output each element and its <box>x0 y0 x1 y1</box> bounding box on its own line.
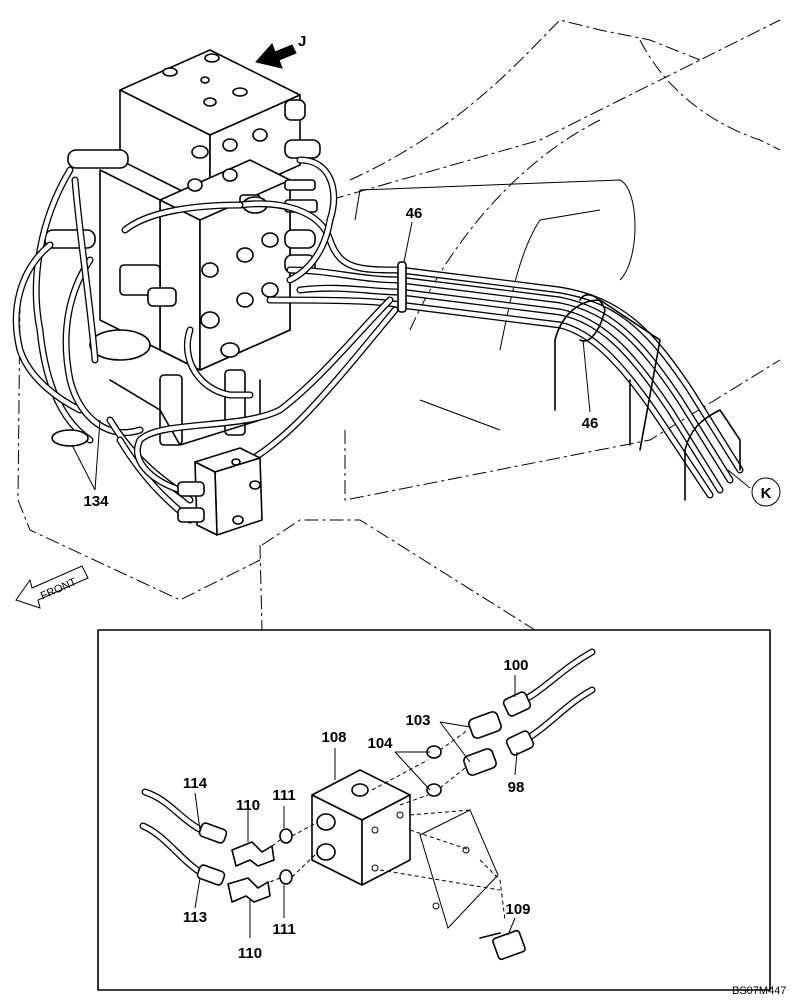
view-marker-k: K <box>761 485 772 502</box>
callout-108: 108 <box>321 729 346 746</box>
view-marker-k-group: K <box>727 469 781 507</box>
callout-111-top: 111 <box>272 787 295 804</box>
callout-98: 98 <box>508 779 525 796</box>
front-arrow: FRONT <box>15 565 89 609</box>
callout-46-top: 46 <box>406 205 423 222</box>
view-arrow-j: J <box>255 33 306 69</box>
callout-110-bottom: 110 <box>238 945 262 962</box>
callout-104: 104 <box>367 735 393 752</box>
hose-bundle-right <box>121 156 744 501</box>
detail-parts <box>139 648 596 961</box>
callout-111-bottom: 111 <box>272 921 295 938</box>
leader-lines <box>71 221 591 938</box>
callout-110-top: 110 <box>236 797 260 814</box>
callout-109: 109 <box>505 901 530 918</box>
callout-100: 100 <box>503 657 528 674</box>
callout-114: 114 <box>183 775 208 792</box>
front-arrow-label: FRONT <box>39 576 79 602</box>
callout-46-right: 46 <box>582 415 599 432</box>
control-valve-assembly <box>44 49 321 446</box>
view-marker-j: J <box>298 33 306 50</box>
detail-box <box>97 519 771 991</box>
callout-labels: 46 46 134 100 103 104 108 98 114 110 111… <box>83 205 598 962</box>
callout-113: 113 <box>183 909 207 926</box>
front-arrow-icon <box>15 565 89 609</box>
view-marker-k-circle <box>751 477 781 507</box>
hose-bundle-left <box>12 166 194 524</box>
drawing-code: BS07M447 <box>732 985 786 997</box>
callout-134: 134 <box>83 493 109 510</box>
callout-103: 103 <box>405 712 430 729</box>
junction-block-assembly <box>177 447 263 536</box>
view-arrow-j-icon <box>255 43 297 69</box>
